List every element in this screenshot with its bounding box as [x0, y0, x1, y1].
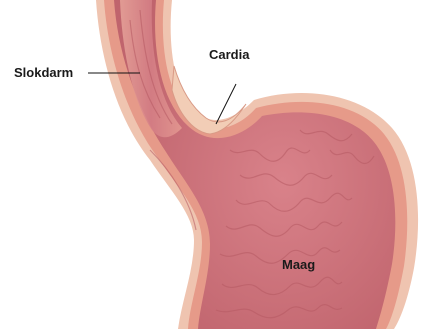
label-slokdarm: Slokdarm — [14, 65, 73, 80]
label-maag: Maag — [282, 257, 315, 272]
label-cardia: Cardia — [209, 47, 249, 62]
